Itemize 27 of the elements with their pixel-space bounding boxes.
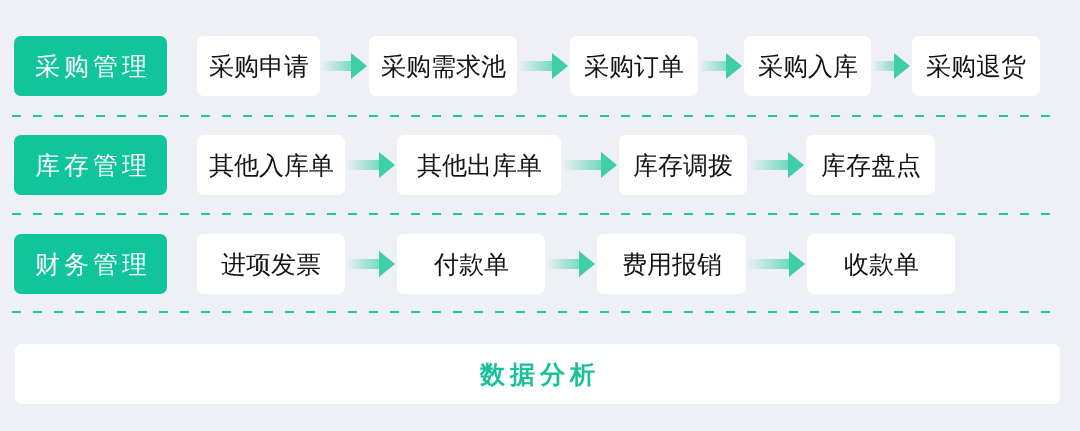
arrow [562,152,617,178]
process-box: 其他出库单 [397,135,561,195]
arrow [872,53,910,79]
process-box: 采购申请 [197,36,320,96]
section-header: 库存管理 [14,135,167,195]
process-box: 库存调拨 [619,135,747,195]
arrow [346,152,395,178]
process-box: 费用报销 [597,234,746,294]
arrow [699,53,742,79]
section-band: 数据分析 [15,344,1060,404]
process-box: 采购退货 [912,36,1040,96]
process-box: 采购订单 [570,36,698,96]
process-box: 进项发票 [197,234,345,294]
process-box: 其他入库单 [197,135,345,195]
process-box: 收款单 [807,234,955,294]
arrow [546,251,595,277]
process-box: 采购需求池 [369,36,517,96]
section-header: 采购管理 [14,36,167,96]
process-box: 采购入库 [744,36,871,96]
arrow [346,251,395,277]
arrow [747,251,805,277]
process-box: 库存盘点 [806,135,935,195]
process-box: 付款单 [397,234,545,294]
arrow [518,53,568,79]
arrow [321,53,367,79]
section-header: 财务管理 [14,234,167,294]
arrow [748,152,804,178]
